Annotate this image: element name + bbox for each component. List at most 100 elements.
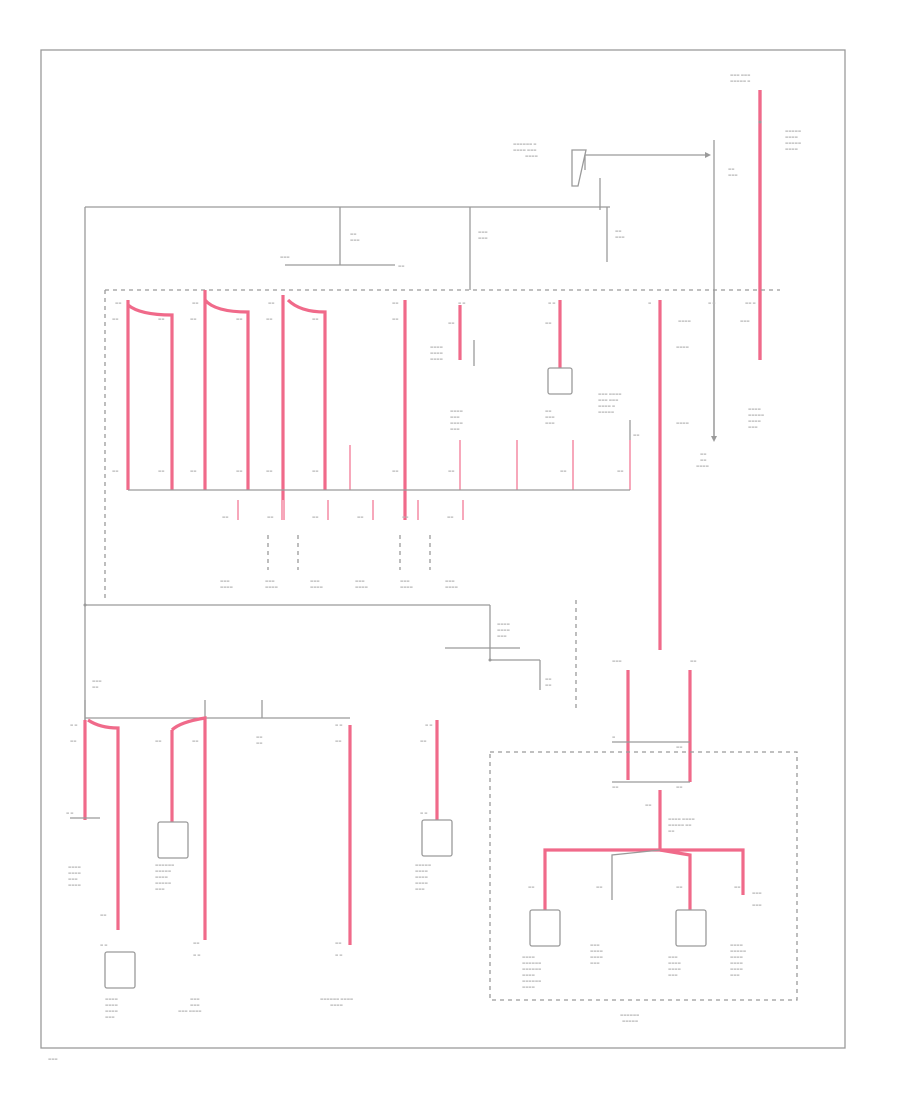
svg-text:▬▬: ▬▬ xyxy=(633,433,639,437)
svg-text:▬▬: ▬▬ xyxy=(266,317,272,321)
svg-text:▬▬▬▬: ▬▬▬▬ xyxy=(696,464,709,468)
svg-text:▬▬: ▬▬ xyxy=(402,515,408,519)
svg-text:▬▬: ▬▬ xyxy=(112,317,118,321)
svg-text:▬ ▬: ▬ ▬ xyxy=(193,953,201,957)
svg-text:▬▬▬▬: ▬▬▬▬ xyxy=(522,955,535,959)
svg-text:▬▬: ▬▬ xyxy=(545,321,551,325)
svg-text:▬ ▬: ▬ ▬ xyxy=(70,723,78,727)
svg-text:▬▬: ▬▬ xyxy=(668,829,674,833)
svg-text:▬▬: ▬▬ xyxy=(447,515,453,519)
svg-text:▬▬: ▬▬ xyxy=(617,469,623,473)
svg-text:▬▬▬▬: ▬▬▬▬ xyxy=(68,883,81,887)
svg-text:▬▬▬▬: ▬▬▬▬ xyxy=(668,961,681,965)
svg-text:▬▬▬: ▬▬▬ xyxy=(590,961,600,965)
svg-text:▬▬: ▬▬ xyxy=(676,785,682,789)
svg-text:▬▬▬ ▬▬▬: ▬▬▬ ▬▬▬ xyxy=(730,73,750,77)
svg-text:▬▬: ▬▬ xyxy=(350,232,356,236)
svg-text:▬▬▬▬▬▬: ▬▬▬▬▬▬ xyxy=(620,1013,639,1017)
svg-text:▬▬▬▬: ▬▬▬▬ xyxy=(450,409,463,413)
svg-text:▬▬: ▬▬ xyxy=(236,317,242,321)
svg-text:▬▬▬: ▬▬▬ xyxy=(190,997,200,1001)
svg-text:▬▬▬▬: ▬▬▬▬ xyxy=(730,955,743,959)
svg-text:▬▬▬▬▬: ▬▬▬▬▬ xyxy=(598,410,614,414)
svg-text:▬▬▬▬▬: ▬▬▬▬▬ xyxy=(415,863,431,867)
svg-text:▬▬▬▬: ▬▬▬▬ xyxy=(748,419,761,423)
svg-text:▬▬▬▬▬ ▬: ▬▬▬▬▬ ▬ xyxy=(730,79,750,83)
svg-text:▬▬: ▬▬ xyxy=(158,469,164,473)
svg-text:▬▬▬: ▬▬▬ xyxy=(265,579,275,583)
svg-text:▬▬: ▬▬ xyxy=(115,301,121,305)
svg-text:▬▬▬: ▬▬▬ xyxy=(478,230,488,234)
svg-text:▬▬▬▬: ▬▬▬▬ xyxy=(676,421,689,425)
svg-text:▬▬: ▬▬ xyxy=(700,458,706,462)
svg-text:▬▬▬: ▬▬▬ xyxy=(752,891,762,895)
svg-text:▬▬: ▬▬ xyxy=(256,735,262,739)
svg-text:▬▬: ▬▬ xyxy=(545,409,551,413)
svg-text:▬▬▬▬: ▬▬▬▬ xyxy=(522,973,535,977)
svg-text:▬▬▬▬: ▬▬▬▬ xyxy=(590,949,603,953)
svg-text:▬▬▬▬: ▬▬▬▬ xyxy=(430,357,443,361)
svg-text:▬▬▬▬: ▬▬▬▬ xyxy=(415,875,428,879)
svg-text:▬▬▬▬: ▬▬▬▬ xyxy=(450,421,463,425)
svg-text:▬▬: ▬▬ xyxy=(335,941,341,945)
svg-text:▬▬: ▬▬ xyxy=(392,301,398,305)
svg-text:▬▬▬: ▬▬▬ xyxy=(590,943,600,947)
svg-text:▬▬: ▬▬ xyxy=(700,452,706,456)
svg-text:▬ ▬: ▬ ▬ xyxy=(335,953,343,957)
svg-text:▬▬ ▬: ▬▬ ▬ xyxy=(745,301,756,305)
svg-text:▬▬▬▬: ▬▬▬▬ xyxy=(785,147,798,151)
svg-text:▬▬: ▬▬ xyxy=(335,739,341,743)
svg-text:▬▬: ▬▬ xyxy=(190,469,196,473)
svg-text:▬▬: ▬▬ xyxy=(545,677,551,681)
svg-text:▬▬: ▬▬ xyxy=(70,739,76,743)
svg-text:▬▬▬▬▬: ▬▬▬▬▬ xyxy=(155,881,171,885)
svg-text:▬▬: ▬▬ xyxy=(357,515,363,519)
svg-text:▬▬▬▬▬: ▬▬▬▬▬ xyxy=(730,949,746,953)
battery-feed: ▬▬▬ ▬▬▬ ▬▬▬▬▬ ▬ ▬▬▬▬▬ ▬▬▬▬ ▬▬▬▬▬ ▬▬▬▬ xyxy=(730,73,801,360)
svg-text:▬▬: ▬▬ xyxy=(645,803,651,807)
svg-text:▬▬▬▬ ▬▬▬▬: ▬▬▬▬ ▬▬▬▬ xyxy=(668,817,695,821)
svg-text:▬▬: ▬▬ xyxy=(728,167,734,171)
svg-text:▬▬: ▬▬ xyxy=(420,739,426,743)
svg-text:▬▬: ▬▬ xyxy=(100,913,106,917)
svg-text:▬▬▬: ▬▬▬ xyxy=(728,173,738,177)
svg-text:▬▬: ▬▬ xyxy=(112,469,118,473)
svg-text:▬ ▬: ▬ ▬ xyxy=(335,723,343,727)
main-feed-bus: ▬▬ ▬▬▬ ▬▬▬ ▬▬▬ ▬▬ ▬▬▬ ▬▬▬ ▬▬ xyxy=(84,206,625,720)
svg-text:▬▬▬: ▬▬▬ xyxy=(545,421,555,425)
svg-text:▬▬▬ ▬▬▬▬: ▬▬▬ ▬▬▬▬ xyxy=(178,1009,202,1013)
svg-text:▬▬: ▬▬ xyxy=(268,301,274,305)
svg-text:▬▬▬▬▬: ▬▬▬▬▬ xyxy=(622,1019,638,1023)
svg-text:▬▬▬: ▬▬▬ xyxy=(450,415,460,419)
svg-text:▬▬: ▬▬ xyxy=(193,941,199,945)
svg-text:▬▬▬: ▬▬▬ xyxy=(740,319,750,323)
svg-text:▬▬▬: ▬▬▬ xyxy=(545,415,555,419)
module-boundary xyxy=(489,751,798,1001)
svg-text:▬▬: ▬▬ xyxy=(690,659,696,663)
svg-text:▬▬▬▬: ▬▬▬▬ xyxy=(730,961,743,965)
svg-text:▬▬▬▬▬▬: ▬▬▬▬▬▬ xyxy=(155,863,174,867)
svg-text:▬▬▬: ▬▬▬ xyxy=(280,255,290,259)
fuse-labels: ▬▬ ▬▬ ▬▬ ▬▬ ▬ ▬ ▬ ▬ ▬ ▬ ▬ ▬▬ ▬ ▬▬ ▬▬ ▬▬ … xyxy=(112,301,756,473)
svg-text:▬▬▬▬: ▬▬▬▬ xyxy=(748,407,761,411)
svg-text:▬ ▬: ▬ ▬ xyxy=(708,301,716,305)
svg-text:▬▬: ▬▬ xyxy=(392,469,398,473)
svg-text:▬▬▬▬: ▬▬▬▬ xyxy=(310,585,323,589)
svg-text:▬▬▬: ▬▬▬ xyxy=(752,903,762,907)
svg-text:▬▬: ▬▬ xyxy=(192,301,198,305)
svg-text:▬▬▬▬: ▬▬▬▬ xyxy=(330,1003,343,1007)
svg-text:▬▬▬: ▬▬▬ xyxy=(748,425,758,429)
svg-text:▬: ▬ xyxy=(612,735,615,739)
svg-text:▬ ▬: ▬ ▬ xyxy=(458,301,466,305)
svg-text:▬▬▬▬▬▬: ▬▬▬▬▬▬ xyxy=(522,967,541,971)
svg-text:▬▬: ▬▬ xyxy=(312,469,318,473)
svg-text:▬ ▬: ▬ ▬ xyxy=(66,811,74,815)
svg-text:▬▬▬▬: ▬▬▬▬ xyxy=(415,869,428,873)
fuse-block-components: ▬▬▬▬ ▬▬▬▬ ▬▬▬▬ ▬▬ ▬▬▬ ▬▬▬ ▬▬▬▬ ▬▬▬ ▬▬▬▬ … xyxy=(430,340,764,468)
module-internal: ▬▬ ▬▬▬▬ ▬▬▬▬ ▬▬▬▬▬ ▬▬ ▬▬ ▬▬ ▬▬ ▬▬ ▬▬ ▬▬▬… xyxy=(522,781,762,1023)
svg-text:▬▬▬ ▬▬▬: ▬▬▬ ▬▬▬ xyxy=(598,398,618,402)
svg-text:▬▬▬: ▬▬▬ xyxy=(68,877,78,881)
svg-text:▬ ▬: ▬ ▬ xyxy=(425,723,433,727)
svg-text:▬▬▬▬: ▬▬▬▬ xyxy=(730,967,743,971)
